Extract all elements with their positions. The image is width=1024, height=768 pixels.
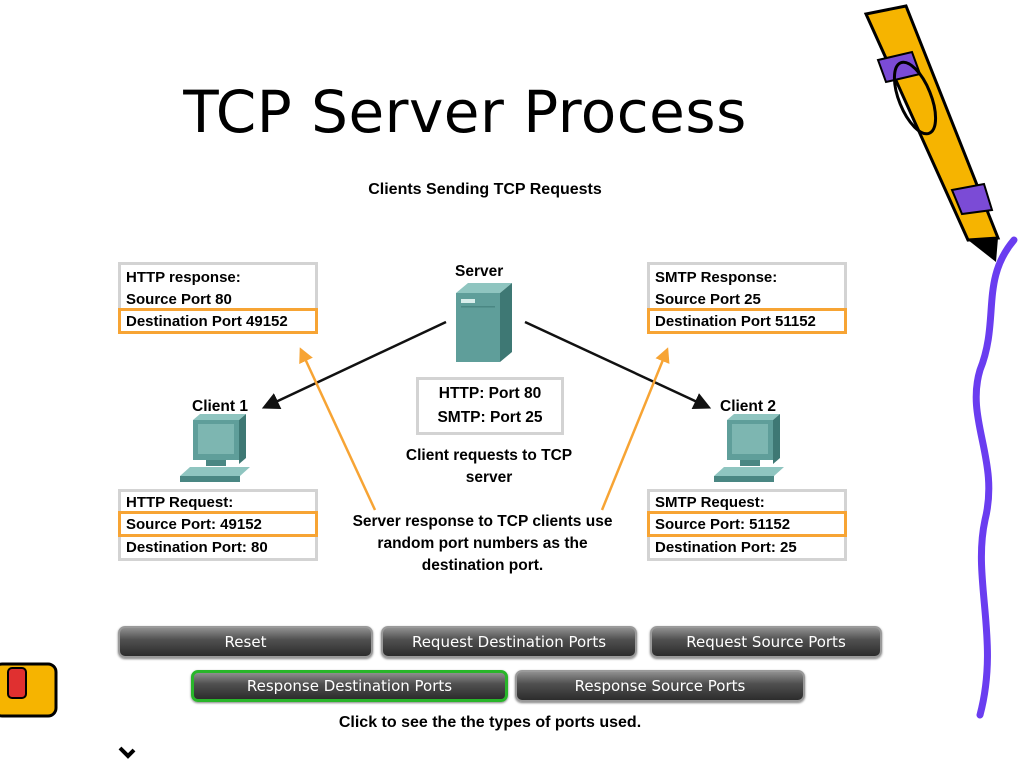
slide-title: TCP Server Process bbox=[183, 78, 747, 146]
http-request-box: HTTP Request: Source Port: 49152 Destina… bbox=[118, 489, 318, 561]
pencil-decoration-icon bbox=[863, 4, 1001, 262]
server-ports-box: HTTP: Port 80 SMTP: Port 25 bbox=[416, 377, 564, 435]
server-port-http: HTTP: Port 80 bbox=[438, 385, 542, 402]
client-requests-caption-line1: Client requests to TCP bbox=[405, 447, 573, 464]
server-label: Server bbox=[455, 263, 504, 280]
smtp-request-source: Source Port: 51152 bbox=[655, 516, 791, 533]
http-request-destination: Destination Port: 80 bbox=[126, 539, 268, 556]
http-response-source: Source Port 80 bbox=[126, 291, 232, 308]
client1-computer-icon bbox=[180, 414, 250, 482]
response-destination-ports-button[interactable]: Response Destination Ports bbox=[191, 670, 508, 702]
server-response-caption-line1: Server response to TCP clients use bbox=[352, 513, 613, 530]
client1-label: Client 1 bbox=[192, 398, 248, 415]
http-request-highlight bbox=[118, 511, 318, 537]
arrow-server-to-client2 bbox=[524, 320, 712, 410]
smtp-response-heading: SMTP Response: bbox=[655, 269, 778, 286]
request-source-ports-button[interactable]: Request Source Ports bbox=[650, 626, 882, 658]
http-request-source: Source Port: 49152 bbox=[126, 516, 262, 533]
http-request-heading: HTTP Request: bbox=[126, 494, 234, 511]
smtp-request-destination: Destination Port: 25 bbox=[655, 539, 797, 556]
client-requests-caption: Client requests to TCP server bbox=[378, 445, 600, 489]
client2-computer-icon bbox=[714, 414, 784, 482]
smtp-request-heading: SMTP Request: bbox=[655, 494, 765, 511]
arrow-orange-left bbox=[299, 347, 377, 511]
small-mark-icon bbox=[118, 746, 136, 759]
smtp-response-highlight bbox=[647, 308, 847, 334]
pencil-fragment-icon bbox=[0, 662, 58, 718]
http-response-destination: Destination Port 49152 bbox=[126, 313, 288, 330]
arrow-server-to-client1 bbox=[261, 320, 447, 409]
smtp-response-destination: Destination Port 51152 bbox=[655, 313, 816, 330]
squiggle-decoration-icon bbox=[972, 236, 1018, 719]
smtp-response-box: SMTP Response: Source Port 25 Destinatio… bbox=[647, 262, 847, 334]
smtp-response-source: Source Port 25 bbox=[655, 291, 761, 308]
smtp-request-box: SMTP Request: Source Port: 51152 Destina… bbox=[647, 489, 847, 561]
smtp-request-highlight bbox=[647, 511, 847, 537]
server-response-caption: Server response to TCP clients use rando… bbox=[330, 511, 635, 577]
server-port-smtp: SMTP: Port 25 bbox=[437, 409, 543, 426]
server-response-caption-line3: destination port. bbox=[421, 557, 544, 574]
http-response-highlight bbox=[118, 308, 318, 334]
server-icon bbox=[456, 283, 512, 362]
footer-instruction: Click to see the the types of ports used… bbox=[338, 714, 642, 731]
reset-button[interactable]: Reset bbox=[118, 626, 373, 658]
response-source-ports-button[interactable]: Response Source Ports bbox=[515, 670, 805, 702]
request-destination-ports-button[interactable]: Request Destination Ports bbox=[381, 626, 637, 658]
http-response-box: HTTP response: Source Port 80 Destinatio… bbox=[118, 262, 318, 334]
arrow-orange-right bbox=[600, 347, 670, 511]
diagram-title: Clients Sending TCP Requests bbox=[368, 181, 602, 198]
server-response-caption-line2: random port numbers as the bbox=[377, 535, 588, 552]
client2-label: Client 2 bbox=[720, 398, 776, 415]
http-response-heading: HTTP response: bbox=[126, 269, 241, 286]
client-requests-caption-line2: server bbox=[465, 469, 513, 486]
